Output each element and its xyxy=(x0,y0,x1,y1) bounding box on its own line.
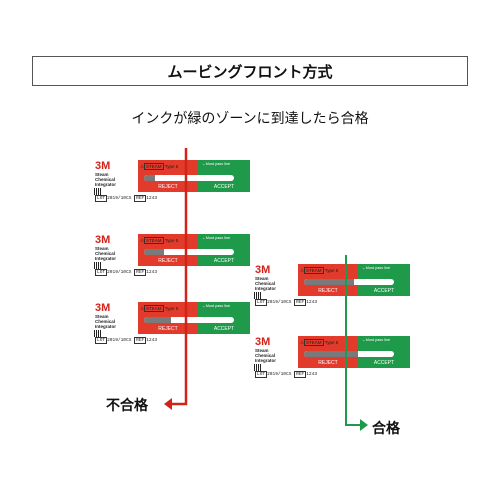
reject-label: REJECT xyxy=(158,326,178,332)
page-title: ムービングフロント方式 xyxy=(167,62,333,81)
ink-front xyxy=(144,175,155,181)
steam-type-label: ⚠STEAM Type 5 xyxy=(140,237,179,244)
ink-front xyxy=(144,249,164,255)
3m-logo: 3M xyxy=(95,234,111,246)
fail-arrow-head-icon xyxy=(164,398,172,410)
accept-label: ACCEPT xyxy=(213,326,235,332)
steam-type-label: ⚠STEAM Type 5 xyxy=(140,305,179,312)
must-pass-line-label: ←Must pass line xyxy=(202,162,231,166)
3m-logo: 3M xyxy=(95,160,111,172)
steam-type-label: ⚠STEAM Type 5 xyxy=(300,267,339,274)
ink-front xyxy=(144,317,171,323)
qr-code-icon xyxy=(94,188,101,195)
qr-code-icon xyxy=(254,364,261,371)
steam-type-label: ⚠STEAM Type 5 xyxy=(300,339,339,346)
accept-label: ACCEPT xyxy=(373,288,395,294)
fail-label: 不合格 xyxy=(106,398,148,414)
ink-front xyxy=(304,279,354,285)
reject-label: REJECT xyxy=(158,258,178,264)
qr-code-icon xyxy=(254,292,261,299)
3m-logo: 3M xyxy=(95,302,111,314)
title-box: ムービングフロント方式 xyxy=(32,56,468,86)
accept-label: ACCEPT xyxy=(213,184,235,190)
accept-label: ACCEPT xyxy=(373,360,395,366)
pass-arrow-head-icon xyxy=(360,419,368,431)
reject-label: REJECT xyxy=(318,288,338,294)
accept-label: ACCEPT xyxy=(213,258,235,264)
must-pass-line-label: ←Must pass line xyxy=(202,236,231,240)
pass-label: 合格 xyxy=(372,421,400,437)
reject-label: REJECT xyxy=(158,184,178,190)
3m-logo: 3M xyxy=(255,264,271,276)
qr-code-icon xyxy=(94,262,101,269)
must-pass-line-label: ←Must pass line xyxy=(362,266,391,270)
qr-code-icon xyxy=(94,330,101,337)
subtitle: インクが緑のゾーンに到達したら合格 xyxy=(131,111,369,127)
ink-front xyxy=(304,351,358,357)
must-pass-line-label: ←Must pass line xyxy=(362,338,391,342)
reject-label: REJECT xyxy=(318,360,338,366)
must-pass-line-label: ←Must pass line xyxy=(202,304,231,308)
steam-type-label: ⚠STEAM Type 5 xyxy=(140,163,179,170)
3m-logo: 3M xyxy=(255,336,271,348)
